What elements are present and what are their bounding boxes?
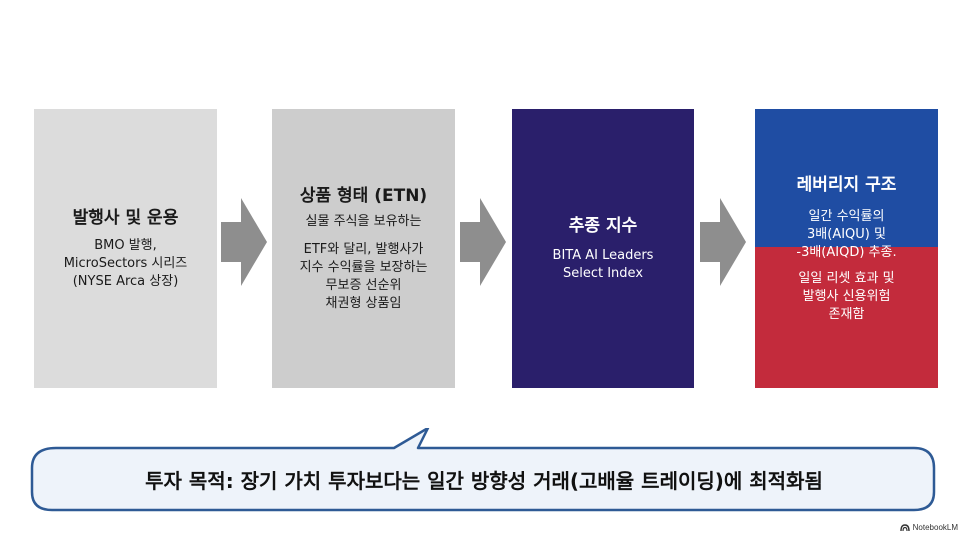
brand-label: NotebookLM — [912, 523, 958, 532]
box-leverage-line: 3배(AIQU) 및 — [807, 226, 886, 242]
box-tracking-index-line: BITA AI Leaders — [552, 247, 654, 263]
box-product-type-line: 실물 주식을 보유하는 — [305, 213, 422, 229]
callout-text: 투자 목적: 장기 가치 투자보다는 일간 방향성 거래(고배율 트레이딩)에 … — [145, 468, 823, 493]
box-leverage-top-band — [755, 109, 938, 247]
box-issuer-line: MicroSectors 시리즈 — [63, 255, 188, 271]
box-leverage-structure: 레버리지 구조 일간 수익률의 3배(AIQU) 및 -3배(AIQD) 추종.… — [755, 109, 938, 388]
box-product-type-line: 채권형 상품임 — [325, 295, 402, 311]
box-leverage-title: 레버리지 구조 — [796, 174, 897, 195]
box-tracking-index-title: 추종 지수 — [568, 215, 638, 236]
callout-investment-purpose: 투자 목적: 장기 가치 투자보다는 일간 방향성 거래(고배율 트레이딩)에 … — [28, 428, 940, 514]
box-product-type-line: ETF와 달리, 발행사가 — [303, 241, 424, 257]
box-issuer: 발행사 및 운용 BMO 발행, MicroSectors 시리즈 (NYSE … — [34, 109, 217, 388]
box-leverage-line: 일간 수익률의 — [808, 208, 885, 224]
box-leverage-line: 일일 리셋 효과 및 — [798, 270, 895, 286]
notebooklm-logo-icon — [899, 523, 910, 531]
arrow-right-icon — [460, 198, 506, 286]
box-product-type: 상품 형태 (ETN) 실물 주식을 보유하는 ETF와 달리, 발행사가 지수… — [272, 109, 455, 388]
arrow-right-icon — [221, 198, 267, 286]
box-leverage-line: 발행사 신용위험 — [802, 288, 891, 304]
box-issuer-line: (NYSE Arca 상장) — [72, 273, 179, 289]
box-leverage-line: 존재함 — [828, 306, 865, 322]
box-tracking-index: 추종 지수 BITA AI Leaders Select Index — [512, 109, 694, 388]
box-issuer-line: BMO 발행, — [94, 237, 157, 253]
box-leverage-line: -3배(AIQD) 추종. — [796, 244, 897, 260]
arrow-right-icon — [700, 198, 746, 286]
box-issuer-title: 발행사 및 운용 — [72, 207, 179, 228]
notebooklm-brand: NotebookLM — [899, 523, 958, 532]
box-tracking-index-line: Select Index — [562, 265, 644, 281]
box-product-type-title: 상품 형태 (ETN) — [299, 185, 428, 206]
box-product-type-line: 지수 수익률을 보장하는 — [299, 259, 428, 275]
box-product-type-line: 무보증 선순위 — [325, 277, 402, 293]
